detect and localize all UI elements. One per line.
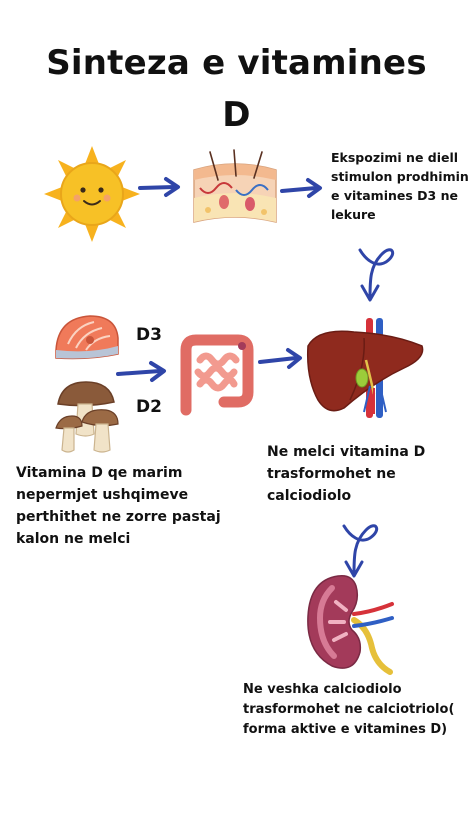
arrow-skin-to-caption <box>280 178 322 198</box>
liver-icon <box>306 318 424 418</box>
kidney-icon <box>307 574 394 675</box>
mushroom-icon <box>55 381 119 453</box>
loop-arrow-to-kidney <box>342 524 379 578</box>
page-title-line2: D <box>222 95 251 135</box>
page-title-line1: Sinteza e vitamines <box>46 43 427 83</box>
salmon-icon <box>55 315 119 360</box>
intestine-icon <box>180 334 254 416</box>
arrow-food-to-intestine <box>116 361 166 382</box>
loop-arrow-to-liver <box>358 248 395 302</box>
sun-icon <box>44 146 140 242</box>
arrow-sun-to-skin <box>138 177 180 197</box>
caption-food: Vitamina D qe marim nepermjet ushqimeve … <box>16 465 221 547</box>
label-d3: D3 <box>136 325 162 345</box>
caption-sun-skin: Ekspozimi ne diell stimulon prodhimin e … <box>331 150 469 222</box>
caption-kidney: Ne veshka calciodiolo trasformohet ne ca… <box>243 682 455 737</box>
caption-liver: Ne melci vitamina D trasformohet ne calc… <box>267 444 426 504</box>
arrow-intestine-to-liver <box>258 348 302 369</box>
skin-icon <box>193 149 277 223</box>
label-d2: D2 <box>136 397 162 417</box>
